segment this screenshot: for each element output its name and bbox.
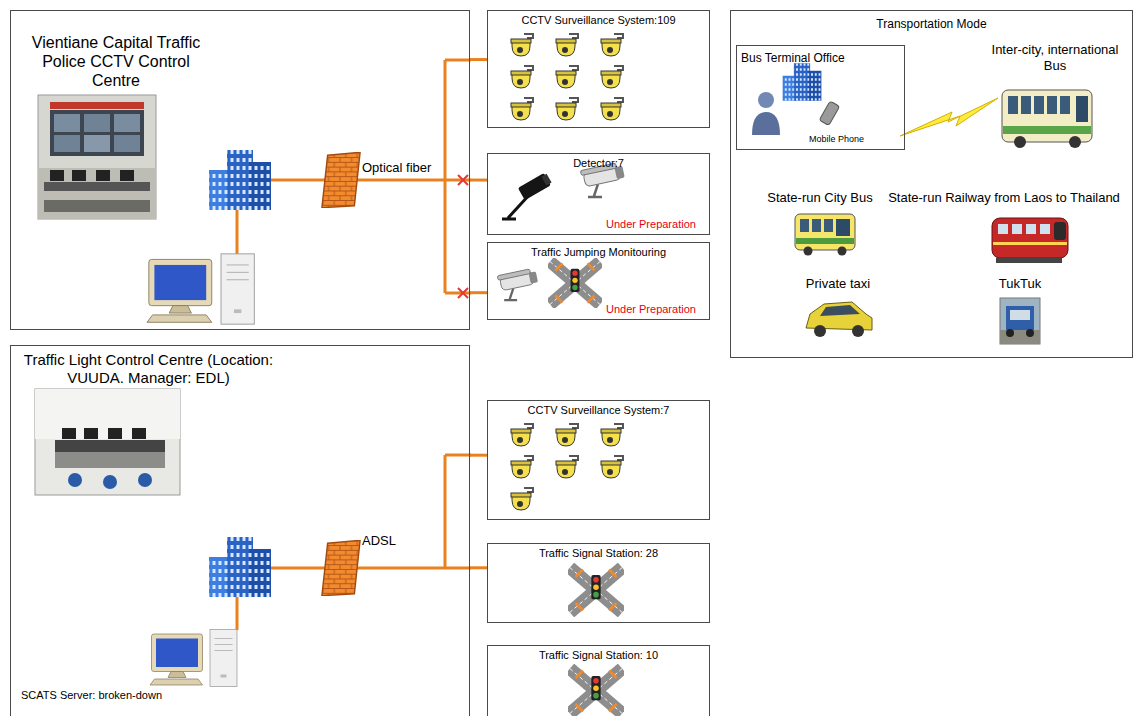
person-icon [752,92,780,135]
control-room-photo [38,95,156,219]
mode-label: Inter-city, international Bus [985,42,1125,73]
panel-title: Transportation Mode [731,17,1132,31]
computer-icon [147,254,254,324]
computer-icon [150,630,237,687]
link-label: Optical fiber [362,160,432,176]
signal-station-box: Traffic Signal Station: 28 [487,543,710,623]
cut-mark [458,175,468,298]
fiber-trunk [444,60,447,293]
network-link [470,179,487,182]
office-title: Bus Terminal Office [741,51,901,65]
network-link [470,58,487,61]
status-note: Under Preparation [606,218,708,231]
building-icon [209,537,271,597]
building-icon [209,150,271,210]
group-title: CCTV Surveillance System:7 [488,404,709,417]
signal-station-box: Traffic Signal Station: 10 [487,645,710,716]
train-icon [992,218,1068,263]
wireless-bolt [900,98,998,136]
server-status: SCATS Server: broken-down [21,689,281,702]
mode-label: TukTuk [985,276,1055,292]
group-title: Traffic Signal Station: 28 [488,547,709,560]
phone-icon [819,101,840,126]
office-box: Bus Terminal OfficeMobile Phone [736,45,905,150]
control-room-photo [35,389,180,495]
taxi-icon [806,302,872,337]
mode-label: State-run City Bus [755,190,885,206]
group-title: Traffic Jumping Monitouring [488,246,709,259]
bus-icon [1002,90,1092,148]
group-title: Detector:7 [488,157,709,170]
group-title: Traffic Signal Station: 10 [488,649,709,662]
dome-cameras [511,34,623,120]
link-label: ADSL [362,533,422,549]
firewall-icon [322,152,360,207]
status-note: Under Preparation [606,303,708,316]
mode-label: Private taxi [790,276,886,292]
intersection-icon [570,568,622,613]
mode-panel: Transportation ModeBus Terminal OfficeMo… [730,10,1133,358]
cctv-group-box: CCTV Surveillance System:7 [487,400,710,520]
network-link [470,291,487,294]
adsl-stub [445,455,471,568]
dome-cameras [511,424,623,510]
mode-label: State-run Railway from Laos to Thailand [878,190,1130,206]
control-centre-box: Traffic Light Control Centre (Location: … [10,345,470,716]
adsl-trunk [444,455,447,568]
tuktuk-photo [1000,298,1040,344]
centre-title: Traffic Light Control Centre (Location: … [11,351,286,387]
city-bus-icon [795,214,855,256]
camera-icon [497,268,538,300]
building-icon [783,63,822,101]
server-link [236,208,239,256]
intersection-icon [570,669,622,714]
server-link [236,597,239,630]
detector-icon [502,172,553,219]
intersection-icon [550,262,600,305]
firewall-icon [322,540,360,595]
device-caption: Mobile Phone [809,134,901,145]
monitoring-box: Traffic Jumping MonitouringUnder Prepara… [487,242,710,320]
cctv-group-box: CCTV Surveillance System:109 [487,10,710,128]
centre-title: Vientiane Capital Traffic Police CCTV Co… [31,33,201,91]
group-title: CCTV Surveillance System:109 [488,14,709,27]
network-link [470,566,487,569]
network-link [470,454,487,457]
detector-box: Detector:7Under Preparation [487,153,710,235]
